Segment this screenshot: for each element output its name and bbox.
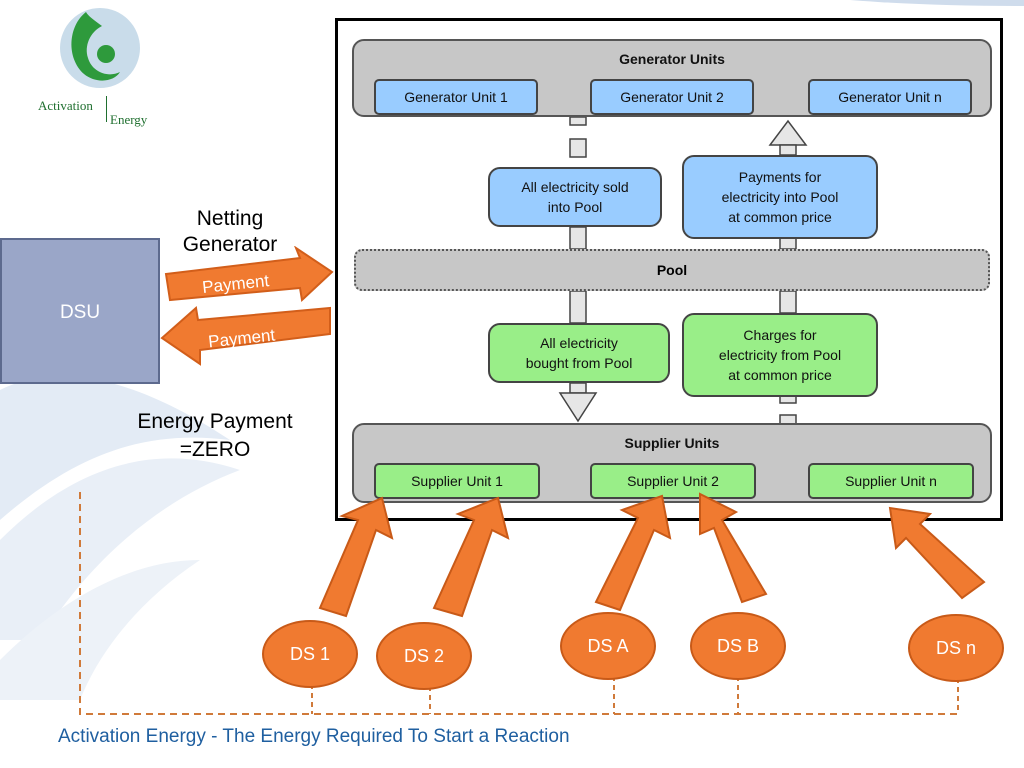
supplier-unit-n: Supplier Unit n xyxy=(808,463,974,499)
supplier-units-title: Supplier Units xyxy=(624,435,720,451)
pool-diagram-frame: Generator Units Generator Unit 1 Generat… xyxy=(335,18,1003,521)
arrow-dsb xyxy=(699,492,768,604)
footer-caption: Activation Energy - The Energy Required … xyxy=(58,726,570,747)
logo-text-right: Energy xyxy=(110,112,148,127)
netting-line2: Generator xyxy=(182,233,278,256)
charges-line1: Charges for xyxy=(743,327,817,343)
bought-from-pool-box: All electricity bought from Pool xyxy=(488,323,670,383)
supplier-units-band: Supplier Units Supplier Unit 1 Supplier … xyxy=(352,423,992,503)
pool-label: Pool xyxy=(656,262,688,278)
dsu-box: DSU xyxy=(0,238,160,384)
ds-arrows-and-connectors xyxy=(79,490,986,715)
arrow-ds1 xyxy=(318,496,394,618)
logo-divider xyxy=(106,96,107,122)
charges-from-pool-box: Charges for electricity from Pool at com… xyxy=(682,313,878,397)
generator-units-band: Generator Units Generator Unit 1 Generat… xyxy=(352,39,992,117)
bought-line2: bought from Pool xyxy=(525,355,633,371)
ds-node-a: DS A xyxy=(560,612,656,680)
flow-connectors xyxy=(558,116,808,426)
arrow-dsa xyxy=(594,494,672,612)
bought-line1: All electricity xyxy=(540,335,618,351)
payments-line3: at common price xyxy=(728,209,832,225)
netting-line1: Netting xyxy=(196,207,264,230)
dsu-label: DSU xyxy=(59,302,101,323)
payments-into-pool-box: Payments for electricity into Pool at co… xyxy=(682,155,878,239)
energy-payment-line1: Energy Payment xyxy=(137,410,293,433)
logo-text-left: Activation xyxy=(38,98,93,113)
generator-unit-1: Generator Unit 1 xyxy=(374,79,538,115)
energy-payment-label: Energy Payment =ZERO xyxy=(110,408,320,464)
supplier-unit-2: Supplier Unit 2 xyxy=(590,463,756,499)
energy-payment-line2: =ZERO xyxy=(179,438,251,461)
sold-line2: into Pool xyxy=(547,199,603,215)
payments-line1: Payments for xyxy=(738,169,822,185)
charges-line2: electricity from Pool xyxy=(718,347,842,363)
generator-unit-2: Generator Unit 2 xyxy=(590,79,754,115)
generator-units-title: Generator Units xyxy=(619,51,725,67)
netting-generator-label: Netting Generator xyxy=(170,206,290,258)
pool-band: Pool xyxy=(354,249,990,291)
ds-node-b: DS B xyxy=(690,612,786,680)
charges-line3: at common price xyxy=(728,367,832,383)
ds-node-1: DS 1 xyxy=(262,620,358,688)
arrow-dsn xyxy=(888,506,986,600)
sold-line1: All electricity sold xyxy=(521,179,629,195)
supplier-unit-1: Supplier Unit 1 xyxy=(374,463,540,499)
sold-into-pool-box: All electricity sold into Pool xyxy=(488,167,662,227)
payment-arrows: Payment Payment xyxy=(160,246,334,366)
generator-unit-n: Generator Unit n xyxy=(808,79,972,115)
arrow-ds2 xyxy=(432,496,510,618)
payments-line2: electricity into Pool xyxy=(721,189,839,205)
ds-node-n: DS n xyxy=(908,614,1004,682)
payment-arrow-left: Payment xyxy=(160,306,331,366)
logo-icon xyxy=(60,8,140,88)
ds-node-2: DS 2 xyxy=(376,622,472,690)
payment-arrow-right: Payment xyxy=(164,246,334,303)
